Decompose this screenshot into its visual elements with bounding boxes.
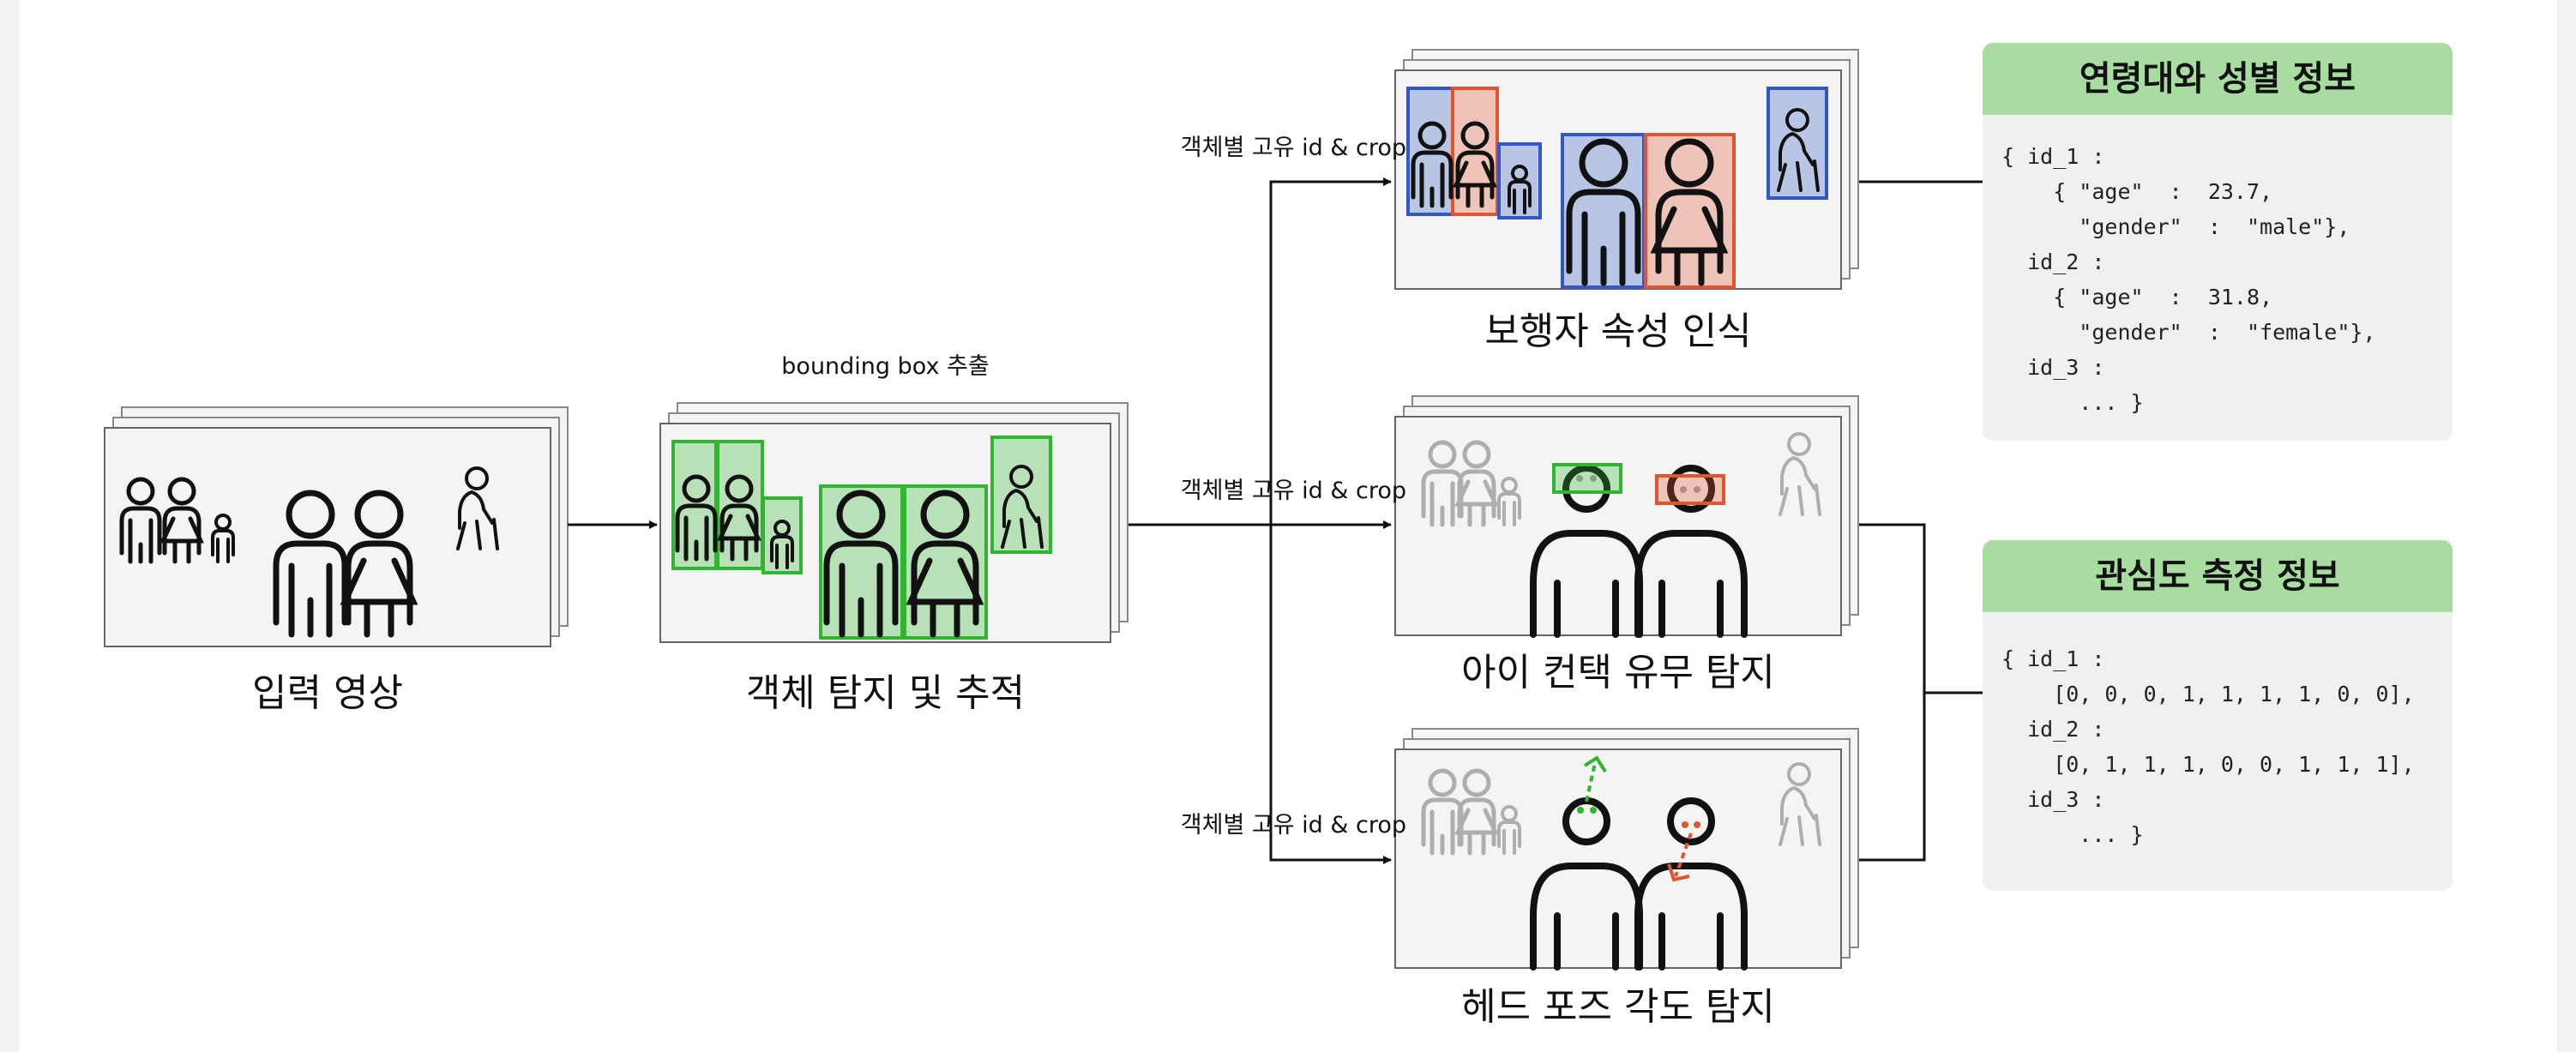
age-gender-panel-title: 연령대와 성별 정보 <box>1983 43 2453 115</box>
age-gender-code: { id_1 : { "age" : 23.7, "gender" : "mal… <box>2001 139 2376 420</box>
contact-eye-boxes <box>1552 463 1725 505</box>
input-caption: 입력 영상 <box>252 671 403 715</box>
headpose-frame-stack <box>1394 728 1859 969</box>
code-line: id_3 : <box>2001 787 2105 812</box>
code-line: { id_1 : <box>2001 144 2105 169</box>
code-line: id_3 : <box>2001 355 2105 380</box>
bounding-box-label: bounding box 추출 <box>781 353 990 380</box>
headpose-direction-arrows <box>1583 755 1693 882</box>
detect-caption: 객체 탐지 및 추적 <box>745 671 1026 715</box>
headpose-busts <box>1533 801 1744 967</box>
code-line: "gender" : "male"}, <box>2001 214 2350 239</box>
interest-panel-body: { id_1 : [0, 0, 0, 1, 1, 1, 1, 0, 0], id… <box>1983 612 2453 891</box>
input-frame-stack <box>104 406 569 647</box>
headpose-caption: 헤드 포즈 각도 탐지 <box>1461 985 1775 1029</box>
crop-label-middle: 객체별 고유 id & crop <box>1180 478 1406 504</box>
detect-bounding-boxes <box>671 436 1052 640</box>
crop-label-bottom: 객체별 고유 id & crop <box>1180 812 1406 839</box>
pipeline-diagram <box>104 49 2003 1052</box>
code-line: ... } <box>2001 822 2144 847</box>
code-line: [0, 0, 0, 1, 1, 1, 1, 0, 0], <box>2001 682 2415 706</box>
interest-panel-title: 관심도 측정 정보 <box>1983 540 2453 612</box>
code-line: "gender" : "female"}, <box>2001 320 2376 345</box>
attr-caption: 보행자 속성 인식 <box>1484 310 1752 353</box>
code-line: { "age" : 31.8, <box>2001 285 2273 310</box>
age-gender-panel-body: { id_1 : { "age" : 23.7, "gender" : "mal… <box>1983 115 2453 441</box>
detect-frame-stack <box>659 402 1129 643</box>
interest-code: { id_1 : [0, 0, 0, 1, 1, 1, 1, 0, 0], id… <box>2001 641 2415 852</box>
contact-caption: 아이 컨택 유무 탐지 <box>1461 651 1775 694</box>
code-line: id_2 : <box>2001 717 2105 742</box>
diagram-canvas: 입력 영상 객체 탐지 및 추적 bounding box 추출 보행자 속성 … <box>19 0 2557 1052</box>
code-line: [0, 1, 1, 1, 0, 0, 1, 1, 1], <box>2001 752 2415 777</box>
code-line: ... } <box>2001 390 2144 415</box>
attr-frame-stack <box>1394 49 1859 290</box>
crop-label-top: 객체별 고유 id & crop <box>1180 135 1406 161</box>
code-line: id_2 : <box>2001 249 2105 274</box>
code-line: { id_1 : <box>2001 646 2105 671</box>
code-line: { "age" : 23.7, <box>2001 179 2273 204</box>
contact-frame-stack <box>1394 395 1859 636</box>
